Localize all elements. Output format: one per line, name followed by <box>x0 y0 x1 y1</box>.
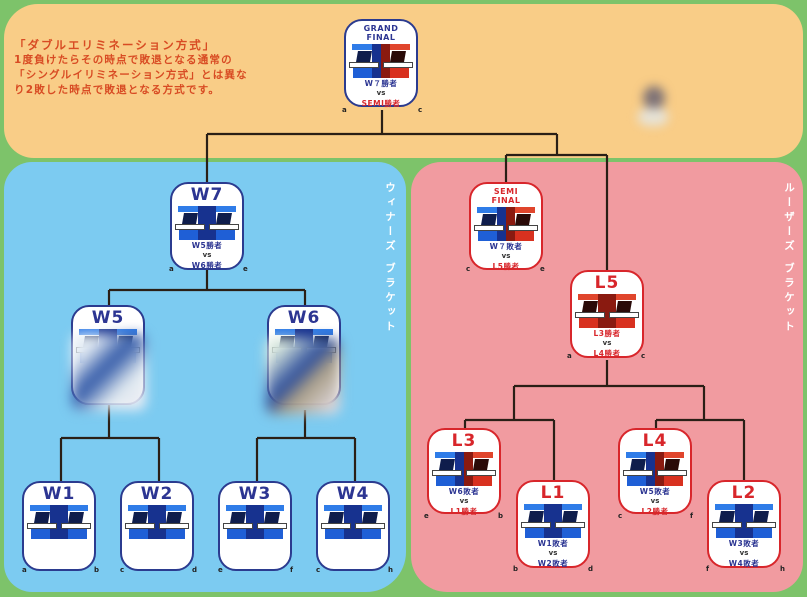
losers-bracket-label: ルーザーズ ブラケット <box>783 182 795 335</box>
match-entrant: W７勝者 <box>364 79 398 88</box>
match-entrant: L4勝者 <box>593 349 621 358</box>
vs-label: vs <box>376 89 386 97</box>
vs-label: vs <box>602 339 612 347</box>
arcade-cabinet-icon <box>27 505 91 539</box>
corner-label: e <box>218 566 223 574</box>
blurred-photo <box>72 334 146 410</box>
corner-label: e <box>424 512 429 520</box>
match-card-w3[interactable]: W3 <box>218 481 292 571</box>
corner-label: b <box>94 566 100 574</box>
corner-label: c <box>618 512 623 520</box>
vs-label: vs <box>739 549 749 557</box>
match-entrant: W3敗者 <box>728 539 760 548</box>
corner-label: h <box>388 566 393 574</box>
match-name: W3 <box>238 484 272 504</box>
match-name: L3 <box>451 431 477 451</box>
match-card-l5[interactable]: L5 L3勝者 vs L4勝者 <box>570 270 644 358</box>
match-card-l2[interactable]: L2 W3敗者 vs W4敗者 <box>707 480 781 568</box>
blurred-photo <box>266 338 340 414</box>
arcade-cabinet-icon <box>575 294 639 328</box>
match-entrant: L3勝者 <box>593 329 621 338</box>
match-name: L2 <box>731 483 757 503</box>
match-name: W2 <box>140 484 174 504</box>
blurred-photo <box>636 86 670 132</box>
arcade-cabinet-icon <box>521 504 585 538</box>
arcade-cabinet-icon <box>321 505 385 539</box>
description-text: 「ダブルエリミネーション方式」 1度負けたらその時点で敗退となる通常の 「シング… <box>14 38 248 98</box>
match-entrant: L2勝者 <box>641 507 669 516</box>
vs-label: vs <box>459 497 469 505</box>
match-name: W1 <box>42 484 76 504</box>
match-entrant: W2敗者 <box>537 559 569 568</box>
match-card-w1[interactable]: W1 <box>22 481 96 571</box>
match-entrant: W6勝者 <box>191 261 223 270</box>
corner-label: a <box>169 265 174 273</box>
vs-label: vs <box>501 252 511 260</box>
match-entrant: W1敗者 <box>537 539 569 548</box>
match-card-l4[interactable]: L4 W5敗者 vs L2勝者 <box>618 428 692 516</box>
corner-label: a <box>22 566 27 574</box>
corner-label: f <box>290 566 294 574</box>
match-name: FINAL <box>366 33 396 42</box>
match-card-grand-final[interactable]: GRAND FINAL W７勝者 vs SEMI勝者 <box>344 19 418 108</box>
match-entrant: W6敗者 <box>448 487 480 496</box>
match-name: FINAL <box>491 196 521 205</box>
match-name: GRAND <box>363 24 399 33</box>
description-line: 1度負けたらその時点で敗退となる通常の <box>14 54 233 66</box>
vs-label: vs <box>548 549 558 557</box>
corner-label: c <box>418 106 423 114</box>
arcade-cabinet-icon <box>474 207 538 241</box>
corner-label: e <box>243 265 248 273</box>
arcade-cabinet-icon <box>349 44 413 78</box>
corner-label: e <box>540 265 545 273</box>
corner-label: a <box>342 106 347 114</box>
arcade-cabinet-icon <box>175 206 239 240</box>
match-card-semi-final[interactable]: SEMI FINAL W７敗者 vs L5勝者 <box>469 182 543 271</box>
winners-bracket-label: ウィナーズ ブラケット <box>384 182 396 335</box>
corner-label: f <box>690 512 694 520</box>
corner-label: d <box>588 565 594 573</box>
corner-label: d <box>192 566 198 574</box>
corner-label: h <box>780 565 785 573</box>
match-name: L5 <box>594 273 620 293</box>
corner-label: c <box>466 265 471 273</box>
corner-label: b <box>513 565 519 573</box>
corner-label: f <box>706 565 710 573</box>
match-card-l1[interactable]: L1 W1敗者 vs W2敗者 <box>516 480 590 568</box>
corner-label: a <box>567 352 572 360</box>
match-entrant: W5勝者 <box>191 241 223 250</box>
description-line: り2敗した時点で敗退となる方式です。 <box>14 84 221 96</box>
match-entrant: SEMI勝者 <box>361 99 401 108</box>
match-card-w4[interactable]: W4 <box>316 481 390 571</box>
match-entrant: W７敗者 <box>489 242 523 251</box>
match-card-w7[interactable]: W7 W5勝者 vs W6勝者 <box>170 182 244 270</box>
corner-label: c <box>316 566 321 574</box>
arcade-cabinet-icon <box>223 505 287 539</box>
match-card-l3[interactable]: L3 W6敗者 vs L1勝者 <box>427 428 501 516</box>
match-entrant: L1勝者 <box>450 507 478 516</box>
corner-label: c <box>641 352 646 360</box>
match-name: L4 <box>642 431 668 451</box>
arcade-cabinet-icon <box>432 452 496 486</box>
match-name: SEMI <box>493 187 519 196</box>
match-name: L1 <box>540 483 566 503</box>
match-name: W4 <box>336 484 370 504</box>
match-name: W6 <box>287 308 321 328</box>
arcade-cabinet-icon <box>623 452 687 486</box>
match-entrant: W5敗者 <box>639 487 671 496</box>
corner-label: b <box>498 512 504 520</box>
match-name: W5 <box>91 308 125 328</box>
match-entrant: L5勝者 <box>492 262 520 271</box>
corner-label: c <box>120 566 125 574</box>
match-entrant: W4敗者 <box>728 559 760 568</box>
match-card-w2[interactable]: W2 <box>120 481 194 571</box>
vs-label: vs <box>202 251 212 259</box>
arcade-cabinet-icon <box>712 504 776 538</box>
vs-label: vs <box>650 497 660 505</box>
description-line: 「シングルイリミネーション方式」とは異な <box>14 69 248 81</box>
match-name: W7 <box>190 185 224 205</box>
description-title: 「ダブルエリミネーション方式」 <box>14 38 217 52</box>
arcade-cabinet-icon <box>125 505 189 539</box>
